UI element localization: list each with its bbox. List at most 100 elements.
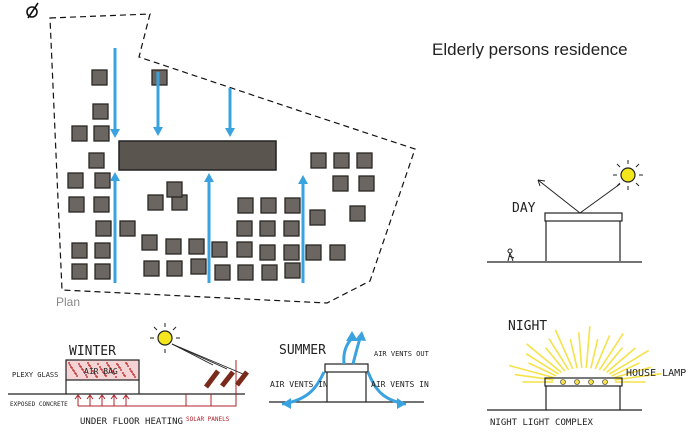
residential-unit: [166, 181, 183, 198]
air-bag-dot: [72, 369, 74, 371]
air-bag-dot: [83, 371, 85, 373]
residential-unit: [309, 209, 326, 226]
residential-unit: [93, 196, 110, 213]
air-bag-dot: [99, 366, 101, 368]
air-bag-dot: [88, 364, 90, 366]
air-bag-dot: [92, 370, 94, 372]
air-vents-in-right-label: AIR VENTS IN: [371, 380, 429, 389]
residential-unit: [71, 263, 88, 280]
residential-unit: [259, 220, 276, 237]
air-bag-dot: [130, 370, 132, 372]
residential-unit: [188, 238, 205, 255]
lamp-ray: [544, 347, 566, 372]
house-lamp-icons: [560, 379, 608, 385]
air-bag-dot: [93, 372, 95, 374]
night-caption: NIGHT LIGHT COMPLEX: [490, 418, 594, 428]
air-bag-dot: [122, 372, 124, 374]
heating-arrows: [74, 360, 237, 407]
residential-unit: [349, 205, 366, 222]
residential-unit: [94, 263, 111, 280]
lamp-ray: [606, 347, 636, 374]
lamp-ray: [590, 338, 599, 369]
lamp-ray: [598, 333, 624, 371]
air-bag-dot: [123, 374, 125, 376]
lamp-ray: [514, 373, 554, 381]
residential-unit: [190, 258, 207, 275]
residential-unit: [310, 152, 327, 169]
air-bag-dot: [115, 376, 117, 378]
air-bag-dot: [100, 368, 102, 370]
residential-unit: [166, 260, 183, 277]
residential-unit: [356, 152, 373, 169]
air-bag-dot: [125, 362, 127, 364]
air-bag-dot: [85, 374, 87, 376]
air-bag-dot: [68, 362, 70, 364]
air-bag-dot: [102, 371, 104, 373]
person-icon: [507, 248, 515, 262]
lamp-ray: [508, 364, 555, 379]
residential-unit: [119, 220, 136, 237]
residential-unit: [283, 220, 300, 237]
airflow-arrowhead: [153, 127, 163, 136]
lamp-ray: [528, 362, 557, 377]
air-bag-dot: [116, 363, 118, 365]
airflow-arrows: [110, 48, 308, 283]
residential-unit: [91, 69, 108, 86]
plexy-glass-label: PLEXY GLASS: [12, 371, 58, 379]
air-bag-dot: [134, 376, 136, 378]
residential-unit: [165, 238, 182, 255]
residential-unit: [71, 125, 88, 142]
summer-sketch: SUMMER AIR VENTS OUT AIR VENTS IN AIR VE…: [269, 331, 430, 409]
solar-panels: [204, 369, 249, 389]
residential-unit: [259, 244, 276, 261]
air-bag-dot: [127, 365, 129, 367]
air-bag-dot: [118, 366, 120, 368]
air-bag-label: AIR BAG: [84, 367, 118, 376]
residential-units: [67, 69, 375, 281]
residential-unit: [95, 220, 112, 237]
lamp-ray: [577, 332, 583, 369]
lamp-ray: [602, 347, 624, 372]
lamp-ray: [525, 353, 559, 375]
air-bag-texture: [68, 362, 136, 378]
residential-unit: [284, 197, 301, 214]
lamp-ray: [548, 338, 570, 371]
air-bag-dot: [106, 362, 108, 364]
air-bag-dot: [78, 363, 80, 365]
lamp-ray: [569, 338, 578, 369]
air-bag-dot: [109, 367, 111, 369]
site-boundary: [49, 13, 416, 304]
residential-unit: [283, 244, 300, 261]
air-bag-dot: [69, 364, 71, 366]
residential-unit: [358, 175, 375, 192]
residential-unit: [211, 241, 228, 258]
residential-unit: [214, 264, 231, 281]
winter-label: WINTER: [69, 344, 116, 359]
night-sketch: NIGHT HOUSE LAMP NIGHT LIGHT COMPLEX: [487, 319, 686, 428]
page-title: Elderly persons residence: [432, 40, 628, 59]
lamp-glow: [508, 326, 662, 383]
air-bag-dot: [104, 374, 106, 376]
residential-unit: [94, 242, 111, 259]
day-label: DAY: [512, 201, 536, 216]
solar-panels-label: SOLAR PANELS: [186, 416, 230, 423]
residential-unit: [68, 196, 85, 213]
air-bag-dot: [113, 373, 115, 375]
central-building: [118, 140, 277, 171]
residential-unit: [284, 262, 301, 279]
residential-unit: [237, 264, 254, 281]
north-arrow-icon: [26, 2, 39, 19]
air-bag-dot: [74, 372, 76, 374]
residential-unit: [67, 172, 84, 189]
lamp-ray: [613, 366, 652, 379]
air-bag-dot: [95, 375, 97, 377]
exposed-concrete-label: EXPOSED CONCRETE: [10, 401, 68, 408]
plan-label: Plan: [56, 295, 80, 309]
air-bag-dot: [97, 363, 99, 365]
lamp-ray: [609, 349, 650, 375]
residential-unit: [143, 260, 160, 277]
summer-label: SUMMER: [279, 343, 326, 358]
under-floor-heating-label: UNDER FLOOR HEATING: [80, 417, 183, 427]
residential-unit: [93, 125, 110, 142]
